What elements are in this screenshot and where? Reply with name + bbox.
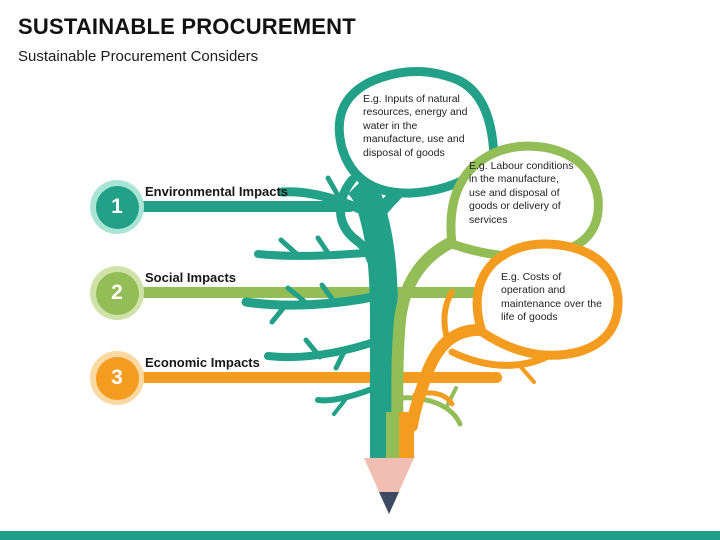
- number-badge-ring: 1: [90, 180, 144, 234]
- callout-text-economic: E.g. Costs of operation and maintenance …: [501, 271, 602, 324]
- pencil-stripe-green: [386, 412, 399, 459]
- connector-bar-3: [128, 372, 502, 383]
- pencil-graphite-tip: [379, 492, 399, 514]
- number-badge-ring: 3: [90, 351, 144, 405]
- orange-branch: [406, 289, 552, 432]
- connector-bar-1: [128, 201, 355, 212]
- page-subtitle: Sustainable Procurement Considers: [18, 48, 259, 65]
- impact-item-social: 2 Social Impacts: [90, 266, 350, 326]
- pencil-stripe-orange: [399, 412, 414, 459]
- impact-item-environmental: 1 Environmental Impacts: [90, 180, 350, 240]
- green-stem: [391, 236, 463, 431]
- footer-accent-bar: [0, 531, 720, 540]
- impact-label-economic: Economic Impacts: [145, 355, 260, 370]
- impact-label-environmental: Environmental Impacts: [145, 184, 289, 199]
- number-badge-ring: 2: [90, 266, 144, 320]
- number-badge: 2: [95, 271, 139, 315]
- impact-label-social: Social Impacts: [145, 270, 237, 285]
- callout-text-social: E.g. Labour conditions in the manufactur…: [469, 160, 574, 226]
- callout-text-environmental: E.g. Inputs of natural resources, energy…: [363, 93, 468, 159]
- leaf-callout-1: [334, 67, 499, 198]
- pencil-stripe-teal: [370, 412, 386, 459]
- impact-item-economic: 3 Economic Impacts: [90, 351, 350, 411]
- leaf-callout-3: [472, 239, 623, 360]
- pencil-wood-cone: [364, 458, 414, 514]
- page-title: SUSTAINABLE PROCUREMENT: [18, 14, 356, 39]
- number-badge: 1: [95, 185, 139, 229]
- number-badge: 3: [95, 356, 139, 400]
